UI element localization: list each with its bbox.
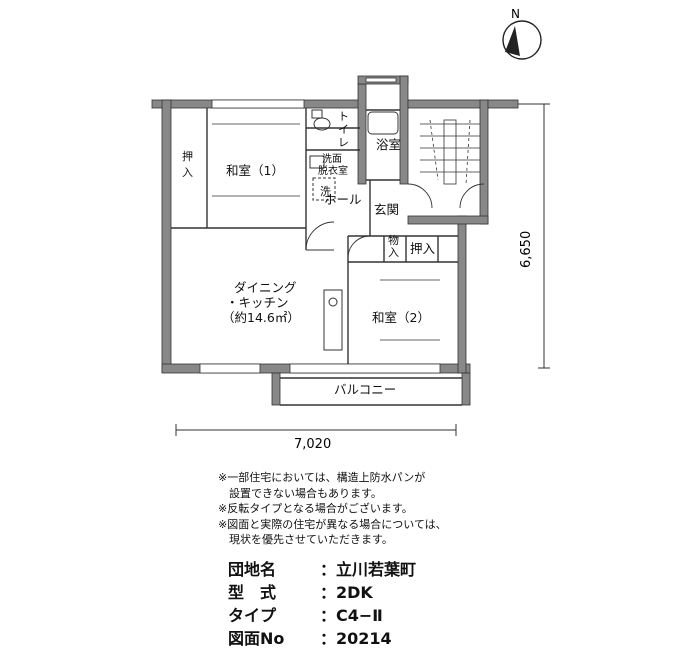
windows — [199, 77, 441, 374]
separator: ： — [320, 560, 337, 579]
dk-line-2: ・キッチン — [226, 295, 289, 310]
fixtures — [309, 109, 399, 351]
dk-line-1: ダイニング — [234, 280, 297, 295]
dk-line-3: （約14.6㎡） — [222, 310, 300, 325]
note-line-2: 設置できない場合もあります。 — [229, 486, 382, 500]
dimension-width — [175, 424, 457, 436]
danchi-row: 団地名 ： 立川若葉町 — [228, 558, 416, 581]
washer-label: 洗 — [320, 185, 331, 198]
tatami-lines — [212, 123, 440, 341]
danchi-label: 団地名 — [228, 560, 277, 579]
kitchen-counter-icon — [323, 289, 343, 351]
danchi-value: 立川若葉町 — [336, 560, 417, 579]
note-line-5: 現状を優先させていただきます。 — [229, 533, 393, 546]
north-label: N — [511, 7, 520, 21]
drawing-no-value: 20214 — [336, 629, 392, 648]
note-line-4: ※図面と実際の住宅が異なる場合については、 — [218, 517, 447, 531]
room-washitsu-2: 和室（2） — [372, 310, 430, 325]
interior-walls — [171, 108, 462, 406]
staircase — [420, 119, 480, 185]
separator: ： — [320, 606, 337, 625]
note-line-1: ※一部住宅においては、構造上防水パンが — [218, 471, 426, 484]
type-value: 2DK — [336, 583, 373, 602]
dimension-depth — [518, 103, 550, 369]
room-hall: ホール — [324, 192, 362, 207]
room-oshiire-right: 押入 — [410, 241, 436, 256]
separator: ： — [320, 583, 337, 602]
washer-pan-icon — [312, 177, 336, 201]
plan-row: タイプ ： C4−Ⅱ — [228, 604, 416, 627]
room-washitsu-1: 和室（1） — [226, 163, 284, 178]
note-line-3: ※反転タイプとなる場合がございます。 — [218, 502, 413, 515]
notes: ※一部住宅においては、構造上防水パンが 設置できない場合もあります。 ※反転タイ… — [218, 470, 447, 548]
plan-label: タイプ — [228, 606, 277, 625]
room-bath: 浴室 — [376, 137, 401, 152]
balcony-label: バルコニー — [334, 382, 396, 397]
sink-icon — [309, 155, 325, 169]
stove-burner-icon — [328, 297, 338, 307]
drawing-no-row: 図面No ： 20214 — [228, 627, 416, 650]
north-compass-icon: N — [502, 7, 542, 60]
room-entrance: 玄関 — [374, 202, 399, 217]
depth-value: 6,650 — [519, 231, 534, 268]
separator: ： — [320, 629, 337, 648]
washroom-line-2: 脱衣室 — [318, 164, 348, 177]
width-value: 7,020 — [294, 437, 331, 452]
type-label: 型 式 — [228, 583, 277, 602]
drawing-no-label: 図面No — [228, 629, 285, 648]
oshiire-left-vertical: 押入 — [182, 149, 193, 179]
doors — [305, 183, 485, 259]
property-info: 団地名 ： 立川若葉町 型 式 ： 2DK タイプ ： C4−Ⅱ 図面No ： … — [228, 558, 416, 650]
type-row: 型 式 ： 2DK — [228, 581, 416, 604]
storage-label: 物入 — [388, 233, 399, 259]
floor-plan: N — [151, 7, 550, 452]
plan-value: C4−Ⅱ — [336, 606, 383, 625]
toilet-label: トイレ — [338, 110, 349, 149]
washroom-line-1: 洗面 — [322, 153, 342, 165]
bathtub-icon — [367, 111, 399, 135]
